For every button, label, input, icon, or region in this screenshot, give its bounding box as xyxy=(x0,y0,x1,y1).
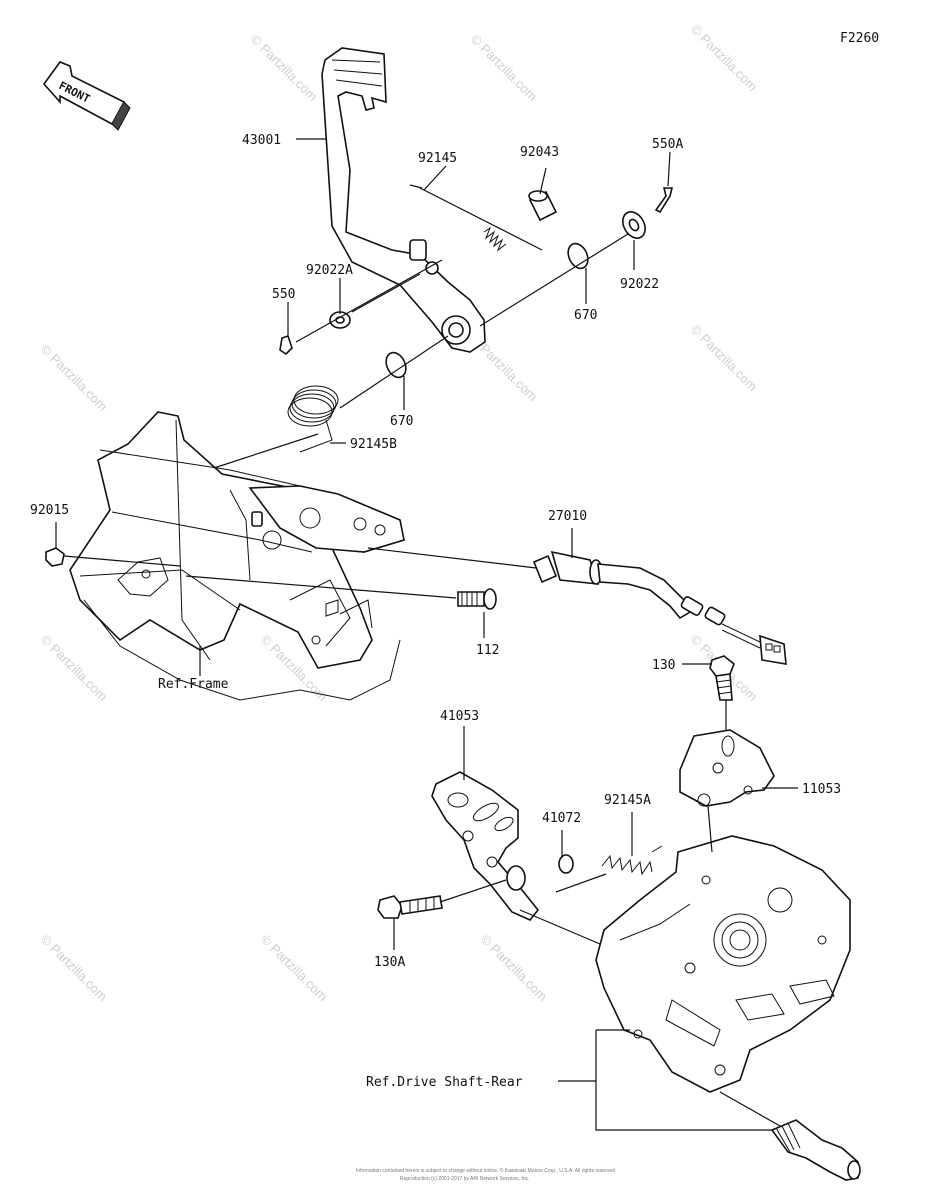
label-670-lower: 670 xyxy=(390,414,413,429)
watermark: © Partzilla.com xyxy=(478,932,551,1005)
frame-assembly xyxy=(69,411,406,701)
o-ring-670-lower xyxy=(385,351,407,379)
drive-housing xyxy=(595,835,851,1093)
label-550A: 550A xyxy=(652,137,683,152)
spring-92145A xyxy=(601,845,663,876)
cotter-pin-550 xyxy=(279,334,293,356)
bracket-11053 xyxy=(679,729,775,807)
label-130A: 130A xyxy=(374,955,405,970)
washer-92022 xyxy=(622,211,646,239)
bolt-112 xyxy=(457,588,497,610)
label-550: 550 xyxy=(272,287,295,302)
nut-92015 xyxy=(45,547,65,567)
label-41072: 41072 xyxy=(542,811,581,826)
watermark: © Partzilla.com xyxy=(688,322,761,395)
brake-pedal xyxy=(321,47,486,353)
label-43001: 43001 xyxy=(242,133,281,148)
label-92015: 92015 xyxy=(30,503,69,518)
bolt-130 xyxy=(709,655,735,701)
lever-41053 xyxy=(431,771,540,921)
torsion-spring-92145B xyxy=(287,385,339,453)
watermark: © Partzilla.com xyxy=(468,32,541,105)
drive-shaft xyxy=(770,1119,861,1181)
label-670-upper: 670 xyxy=(574,308,597,323)
label-92145: 92145 xyxy=(418,151,457,166)
label-27010: 27010 xyxy=(548,509,587,524)
label-92145B: 92145B xyxy=(350,437,397,452)
watermark: © Partzilla.com xyxy=(38,342,111,415)
label-92022A: 92022A xyxy=(306,263,353,278)
collar-41072 xyxy=(558,854,574,874)
label-41053: 41053 xyxy=(440,709,479,724)
label-92043: 92043 xyxy=(520,145,559,160)
ref-drive-shaft-label: Ref.Drive Shaft-Rear xyxy=(366,1075,523,1090)
ref-frame-label: Ref.Frame xyxy=(158,677,229,692)
watermark: © Partzilla.com xyxy=(248,32,321,105)
figure-id: F2260 xyxy=(840,31,879,46)
footer-line-2: Reproduction (c) 2001-2017 by ARI Networ… xyxy=(400,1176,530,1182)
label-112: 112 xyxy=(476,643,499,658)
watermark: © Partzilla.com xyxy=(688,22,761,95)
spring-92145 xyxy=(409,184,543,252)
footer-line-1: Information contained herein is subject … xyxy=(356,1167,616,1174)
label-92022: 92022 xyxy=(620,277,659,292)
washer-92022A xyxy=(329,311,351,329)
label-130: 130 xyxy=(652,658,675,673)
label-92145A: 92145A xyxy=(604,793,651,808)
pin-92043 xyxy=(528,190,558,222)
bolt-130A xyxy=(377,895,443,919)
leader-lines xyxy=(55,138,798,1131)
cotter-pin-550A xyxy=(654,187,674,214)
label-11053: 11053 xyxy=(802,782,841,797)
front-arrow-icon: FRONT xyxy=(42,61,131,131)
brake-switch-27010 xyxy=(532,550,787,665)
watermark: © Partzilla.com xyxy=(38,932,111,1005)
watermark: © Partzilla.com xyxy=(38,632,111,705)
watermark: © Partzilla.com xyxy=(258,932,331,1005)
o-ring-670-upper xyxy=(567,242,589,270)
part-labels: 43001 92145 92043 550A 92022A 550 670 92… xyxy=(30,133,841,1090)
